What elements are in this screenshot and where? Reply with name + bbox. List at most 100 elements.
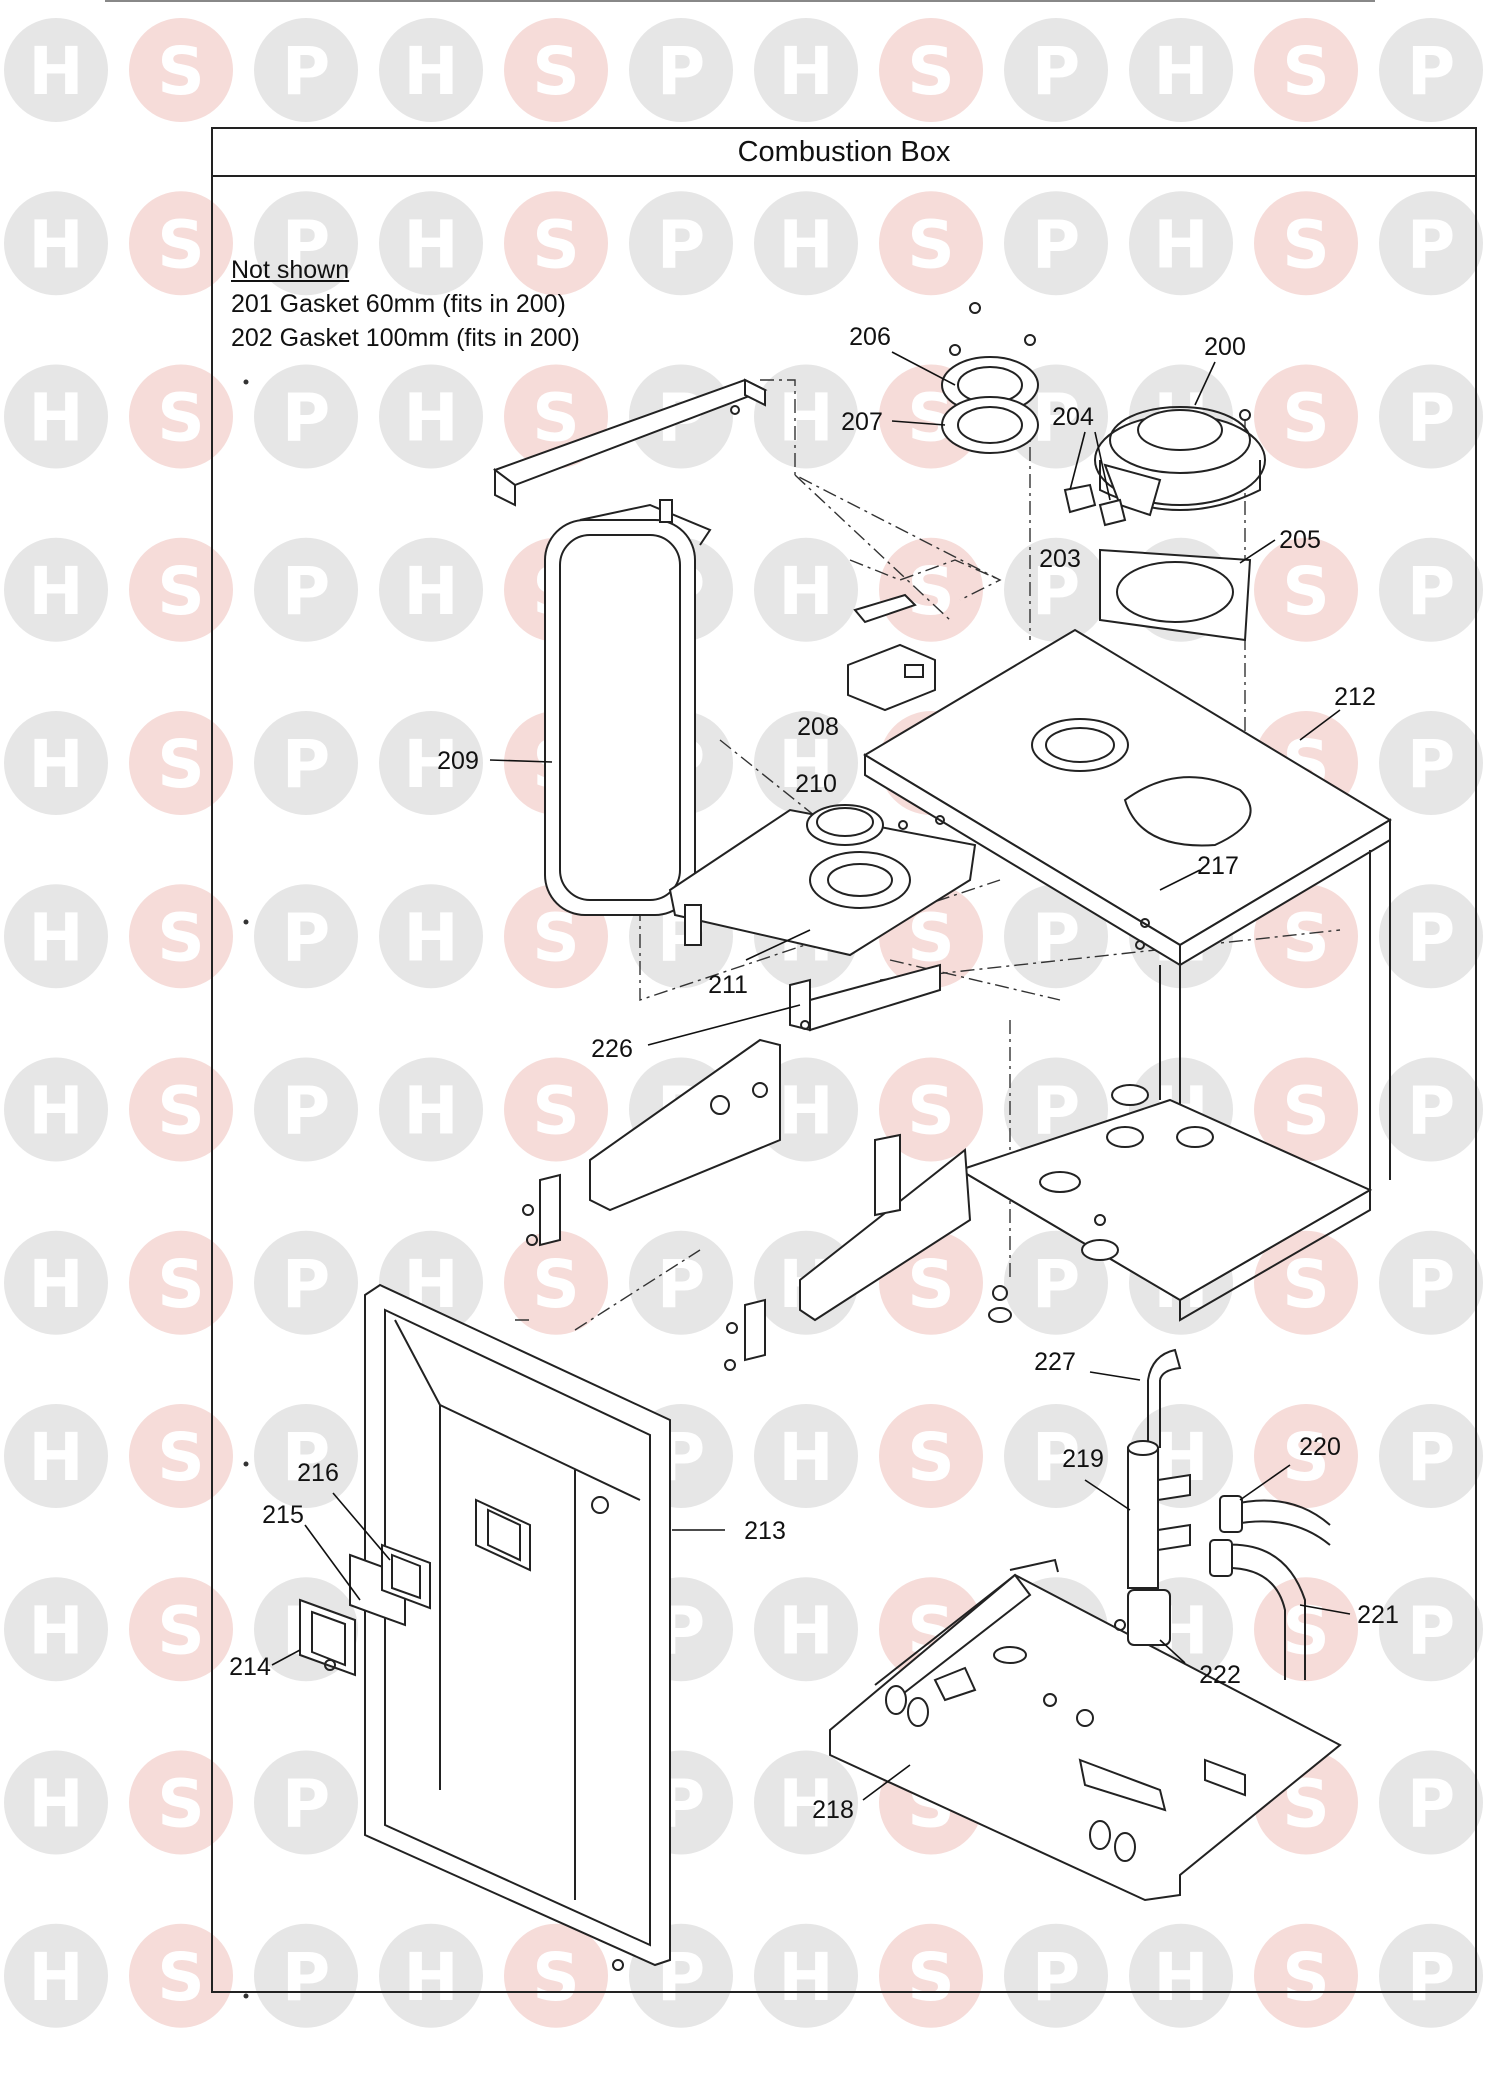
watermark-letter: P: [282, 380, 330, 457]
label-221: 221: [1357, 1601, 1399, 1629]
fan-gasket-205: [1099, 548, 1252, 642]
label-227: 227: [1034, 1348, 1076, 1376]
watermark-letter: S: [907, 206, 955, 283]
watermark-circle: [1379, 191, 1483, 296]
watermark-circle: [379, 364, 483, 469]
part-labels: 206 207 200 204 203 205 212 208 209 210 …: [229, 323, 1399, 1824]
watermark-circle: [754, 711, 858, 815]
watermark-badge: S: [1254, 1404, 1358, 1508]
watermark-badge: P: [1379, 1923, 1483, 2028]
watermark-letter: P: [282, 899, 330, 976]
watermark-letter: S: [532, 1073, 580, 1150]
watermark-circle: [879, 537, 983, 642]
watermark-letter: P: [282, 206, 330, 283]
watermark-circle: [504, 191, 608, 296]
watermark-circle: [1004, 1923, 1108, 2028]
watermark-letter: S: [907, 1073, 955, 1150]
watermark-badge: S: [879, 191, 983, 296]
watermark-badge: H: [379, 191, 483, 296]
watermark-badge: H: [4, 191, 108, 296]
label-204: 204: [1052, 403, 1094, 431]
watermark-letter: H: [28, 1073, 83, 1150]
label-205: 205: [1279, 526, 1321, 554]
label-211: 211: [708, 971, 748, 999]
watermark-circle: [1129, 1923, 1233, 2028]
watermark-letter: H: [1153, 33, 1208, 110]
watermark-circle: [129, 364, 233, 469]
watermark-circle: [504, 18, 608, 122]
watermark-badge: H: [379, 1057, 483, 1162]
watermark-circle: [254, 1230, 358, 1335]
watermark-badge: S: [129, 1750, 233, 1855]
watermark-circle: [1004, 1230, 1108, 1335]
test-points-203-204: [1063, 483, 1127, 527]
watermark-badge: H: [754, 191, 858, 296]
watermark-badge: P: [1004, 1404, 1108, 1508]
watermark-badge: P: [629, 18, 733, 122]
watermark-badge: S: [504, 191, 608, 296]
watermark-badge: H: [379, 18, 483, 122]
watermark-badge: P: [1379, 18, 1483, 122]
watermark-circle: [379, 711, 483, 815]
label-216: 216: [297, 1459, 339, 1487]
watermark-circle: [1129, 18, 1233, 122]
watermark-circle: [4, 1923, 108, 2028]
watermark-circle: [1004, 191, 1108, 296]
ignition-unit-208: [847, 593, 936, 712]
watermark-circle: [1379, 537, 1483, 642]
viewing-window-214-216: [299, 1543, 431, 1677]
watermark-circle: [1379, 1404, 1483, 1508]
watermark-badge: S: [129, 711, 233, 815]
watermark-letter: H: [778, 1073, 833, 1150]
watermark-circle: [379, 537, 483, 642]
watermark-letter: H: [778, 1766, 833, 1843]
watermark-letter: S: [157, 726, 205, 803]
watermark-badge: H: [754, 1577, 858, 1682]
condensate-trap-219: [1114, 1348, 1191, 1646]
watermark-letter: H: [403, 726, 458, 803]
watermark-circle: [129, 1577, 233, 1682]
watermark-badge: P: [1379, 364, 1483, 469]
watermark-circle: [504, 1230, 608, 1335]
watermark-letter: H: [403, 1073, 458, 1150]
watermark-circle: [129, 1057, 233, 1162]
watermark-badge: S: [1254, 364, 1358, 469]
watermark-letter: P: [1407, 1419, 1455, 1496]
watermark-letter: H: [28, 1766, 83, 1843]
watermark-letter: H: [28, 553, 83, 630]
watermark-badge: S: [129, 18, 233, 122]
watermark-circle: [4, 711, 108, 815]
watermark-circle: [1254, 1057, 1358, 1162]
watermark-letter: S: [157, 553, 205, 630]
condensate-hoses-220-221: [1209, 1495, 1331, 1680]
watermark-letter: S: [1282, 1939, 1330, 2016]
watermark-letter: P: [282, 726, 330, 803]
watermark-letter: H: [778, 1419, 833, 1496]
watermark-badge: P: [1379, 191, 1483, 296]
watermark-circle: [254, 1923, 358, 2028]
label-222: 222: [1199, 1661, 1241, 1689]
watermark-circle: [879, 1404, 983, 1508]
watermark-letter: H: [778, 206, 833, 283]
watermark-badge: S: [129, 884, 233, 989]
watermark-circle: [379, 1057, 483, 1162]
watermark-letter: H: [403, 206, 458, 283]
watermark-circle: [379, 884, 483, 989]
watermark-badge: H: [754, 1750, 858, 1855]
watermark-circle: [754, 537, 858, 642]
watermark-badge: H: [4, 1404, 108, 1508]
watermark-letter: H: [403, 380, 458, 457]
watermark-letter: P: [657, 1246, 705, 1323]
watermark-badge: S: [879, 18, 983, 122]
watermark-circle: [879, 1923, 983, 2028]
watermark-letter: H: [28, 899, 83, 976]
watermark-letter: P: [282, 1073, 330, 1150]
watermark-circle: [1379, 1057, 1483, 1162]
watermark-letter: P: [1407, 1073, 1455, 1150]
watermark-circle: [4, 1750, 108, 1855]
scan-dots: [243, 379, 249, 1999]
burner-bracket-226: [789, 963, 941, 1032]
watermark-letter: S: [907, 1246, 955, 1323]
